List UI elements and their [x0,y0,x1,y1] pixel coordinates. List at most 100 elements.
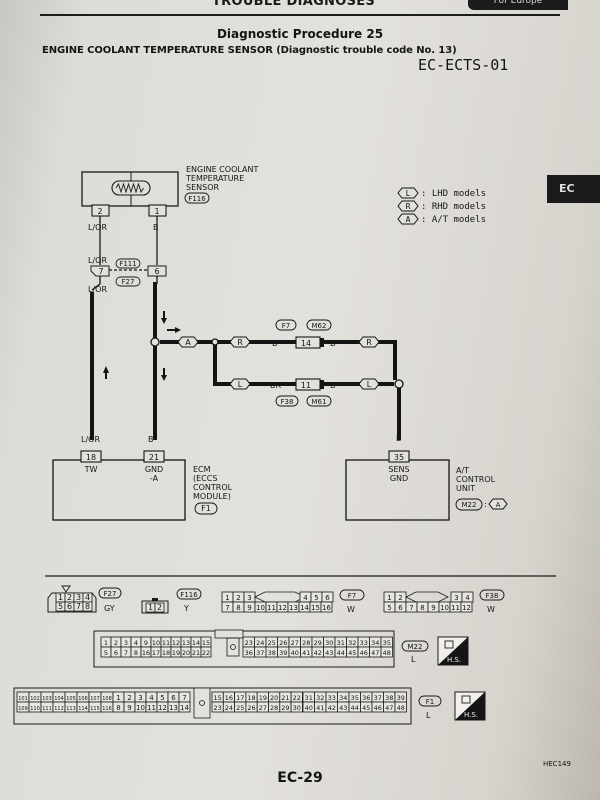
f1-right-bottom-pin: 45 [362,704,370,712]
c1-ref: F27 [104,590,117,598]
f1-mid-bottom-pin: 23 [214,704,222,712]
f1-far-top-pin: 106 [78,696,88,702]
ecm-pin-21: 21 [149,453,159,462]
harness-connector-11: 11 F38 M61 [275,378,332,407]
m22-bottom-right-pin: 36 [245,649,253,657]
c4-bottom-pin: 12 [462,604,471,612]
wire-color-l-or-top: L/OR [88,223,107,232]
c1-top-pin: 1 [58,593,63,602]
harness-conn-m61: M61 [312,398,327,406]
m22-top-left-pin: 2 [114,639,118,647]
m22-top-left-pin: 4 [134,639,138,647]
joint-pin-6: 6 [154,267,159,276]
section-tab: EC [547,175,600,203]
at-label-3: UNIT [456,484,475,493]
f1-right-top-pin: 33 [328,694,336,702]
c4-top-left-pin: 2 [398,594,402,602]
m22-bottom-right-pin: 42 [314,649,322,657]
ecm-pin-18: 18 [86,453,96,462]
m22-bottom-left-pin: 5 [104,649,108,657]
m22-top-left-pin: 15 [202,639,210,647]
m22-bottom-right-pin: 43 [325,649,333,657]
f1-mid-top-pin: 17 [236,694,244,702]
harness-symbols: A R R L L [177,336,380,390]
m22-top-left-pin: 12 [172,639,180,647]
page-number: EC-29 [277,770,323,786]
c3-bottom-pin: 14 [300,604,309,612]
f1-mid-top-pin: 20 [270,694,278,702]
m22-top-right-pin: 30 [325,639,333,647]
f1-far-top-pin: 107 [90,696,100,702]
c1-bottom-pin: 7 [76,602,81,611]
m22-top-left-pin: 10 [152,639,160,647]
m22-bottom-left-pin: 18 [162,649,170,657]
c4-bottom-pin: 6 [398,604,403,612]
m22-housing [93,630,395,668]
c1-bottom-pin: 6 [67,602,72,611]
c3-top-left-pin: 2 [236,594,240,602]
c4-top-right-pin: 4 [465,594,470,602]
f1-right-bottom-pin: 40 [305,704,313,712]
c2-ref: F116 [180,591,198,599]
c3-top-left-pin: 1 [225,594,229,602]
ecm-label-2: (ECCS [193,474,217,483]
f1-right-bottom-cell [394,701,407,713]
c4-ref-outline [479,589,505,601]
ecm-gnd-label: GND [145,465,163,474]
c4-bottom-pin: 11 [451,604,460,612]
m22-top-right-pin: 32 [348,639,356,647]
c4-ref: F38 [486,592,499,600]
c4-bottom-pin: 10 [440,604,449,612]
c4-top-right-pin: 3 [454,594,458,602]
tag-a: A [185,338,191,347]
m22-bottom-right-pin: 37 [256,649,264,657]
f1-left-top-pin: 4 [149,694,154,702]
c3-bottom-pin: 16 [322,604,331,612]
f1-right-top-pin: 34 [339,694,347,702]
f1-right-top-pin: 31 [305,694,313,702]
f1-mid-top-pin: 22 [293,694,301,702]
m22-bottom-left-pin: 19 [172,649,180,657]
at-connector-sym: A [496,501,501,509]
m22-top-left-pin: 1 [104,639,108,647]
m22-connector-icon [444,640,454,649]
f1-right-bottom-pin: 42 [328,704,336,712]
f1-right-top-pin: 36 [362,694,370,702]
c1-top-pin: 3 [76,593,81,602]
ecm-gnd-label-2: -A [150,474,159,483]
c3-bottom-pin: 7 [225,604,229,612]
f1-left-bottom-pin: 9 [127,704,131,712]
m22-bottom-left-pin: 22 [202,649,210,657]
c2-pin: 1 [148,603,153,612]
f1-right-top-pin: 35 [351,694,359,702]
m22-key [226,637,240,657]
wire-color-b-ecm: B [148,435,154,444]
tag-l-right: L [367,380,372,389]
region-tab: For Europe [468,0,568,10]
f1-far-bottom-pin: 115 [90,706,100,712]
f1-far-bottom-pin: 110 [30,706,40,712]
f1-left-top-pin: 5 [160,694,164,702]
svg-text::: : [484,500,487,509]
f1-hs-shade [455,692,485,720]
ecm-label-4: MODULE) [193,492,231,501]
m22-bottom-right-pin: 46 [360,649,368,657]
wire-color-b-h2: B [330,339,336,348]
m22-bottom-right-pin: 47 [371,649,379,657]
f1-mid-bottom-cell [290,701,303,713]
f1-right-top-pin: 32 [316,694,324,702]
f1-far-top-pin: 101 [18,696,28,702]
f1-hs-label: H.S. [464,711,478,719]
c1-top-pin: 4 [85,593,90,602]
c4-bottom-pin: 8 [420,604,424,612]
f1-right-top-pin: 37 [374,694,382,702]
ecm-label-3: CONTROL [193,483,233,492]
m22-hs-shade [438,637,468,665]
at-label-1: A/T [456,466,469,475]
f1-left-bottom-pin: 8 [116,704,120,712]
legend-text-l: : LHD models [421,189,486,199]
m22-bottom-left-pin: 6 [114,649,118,657]
